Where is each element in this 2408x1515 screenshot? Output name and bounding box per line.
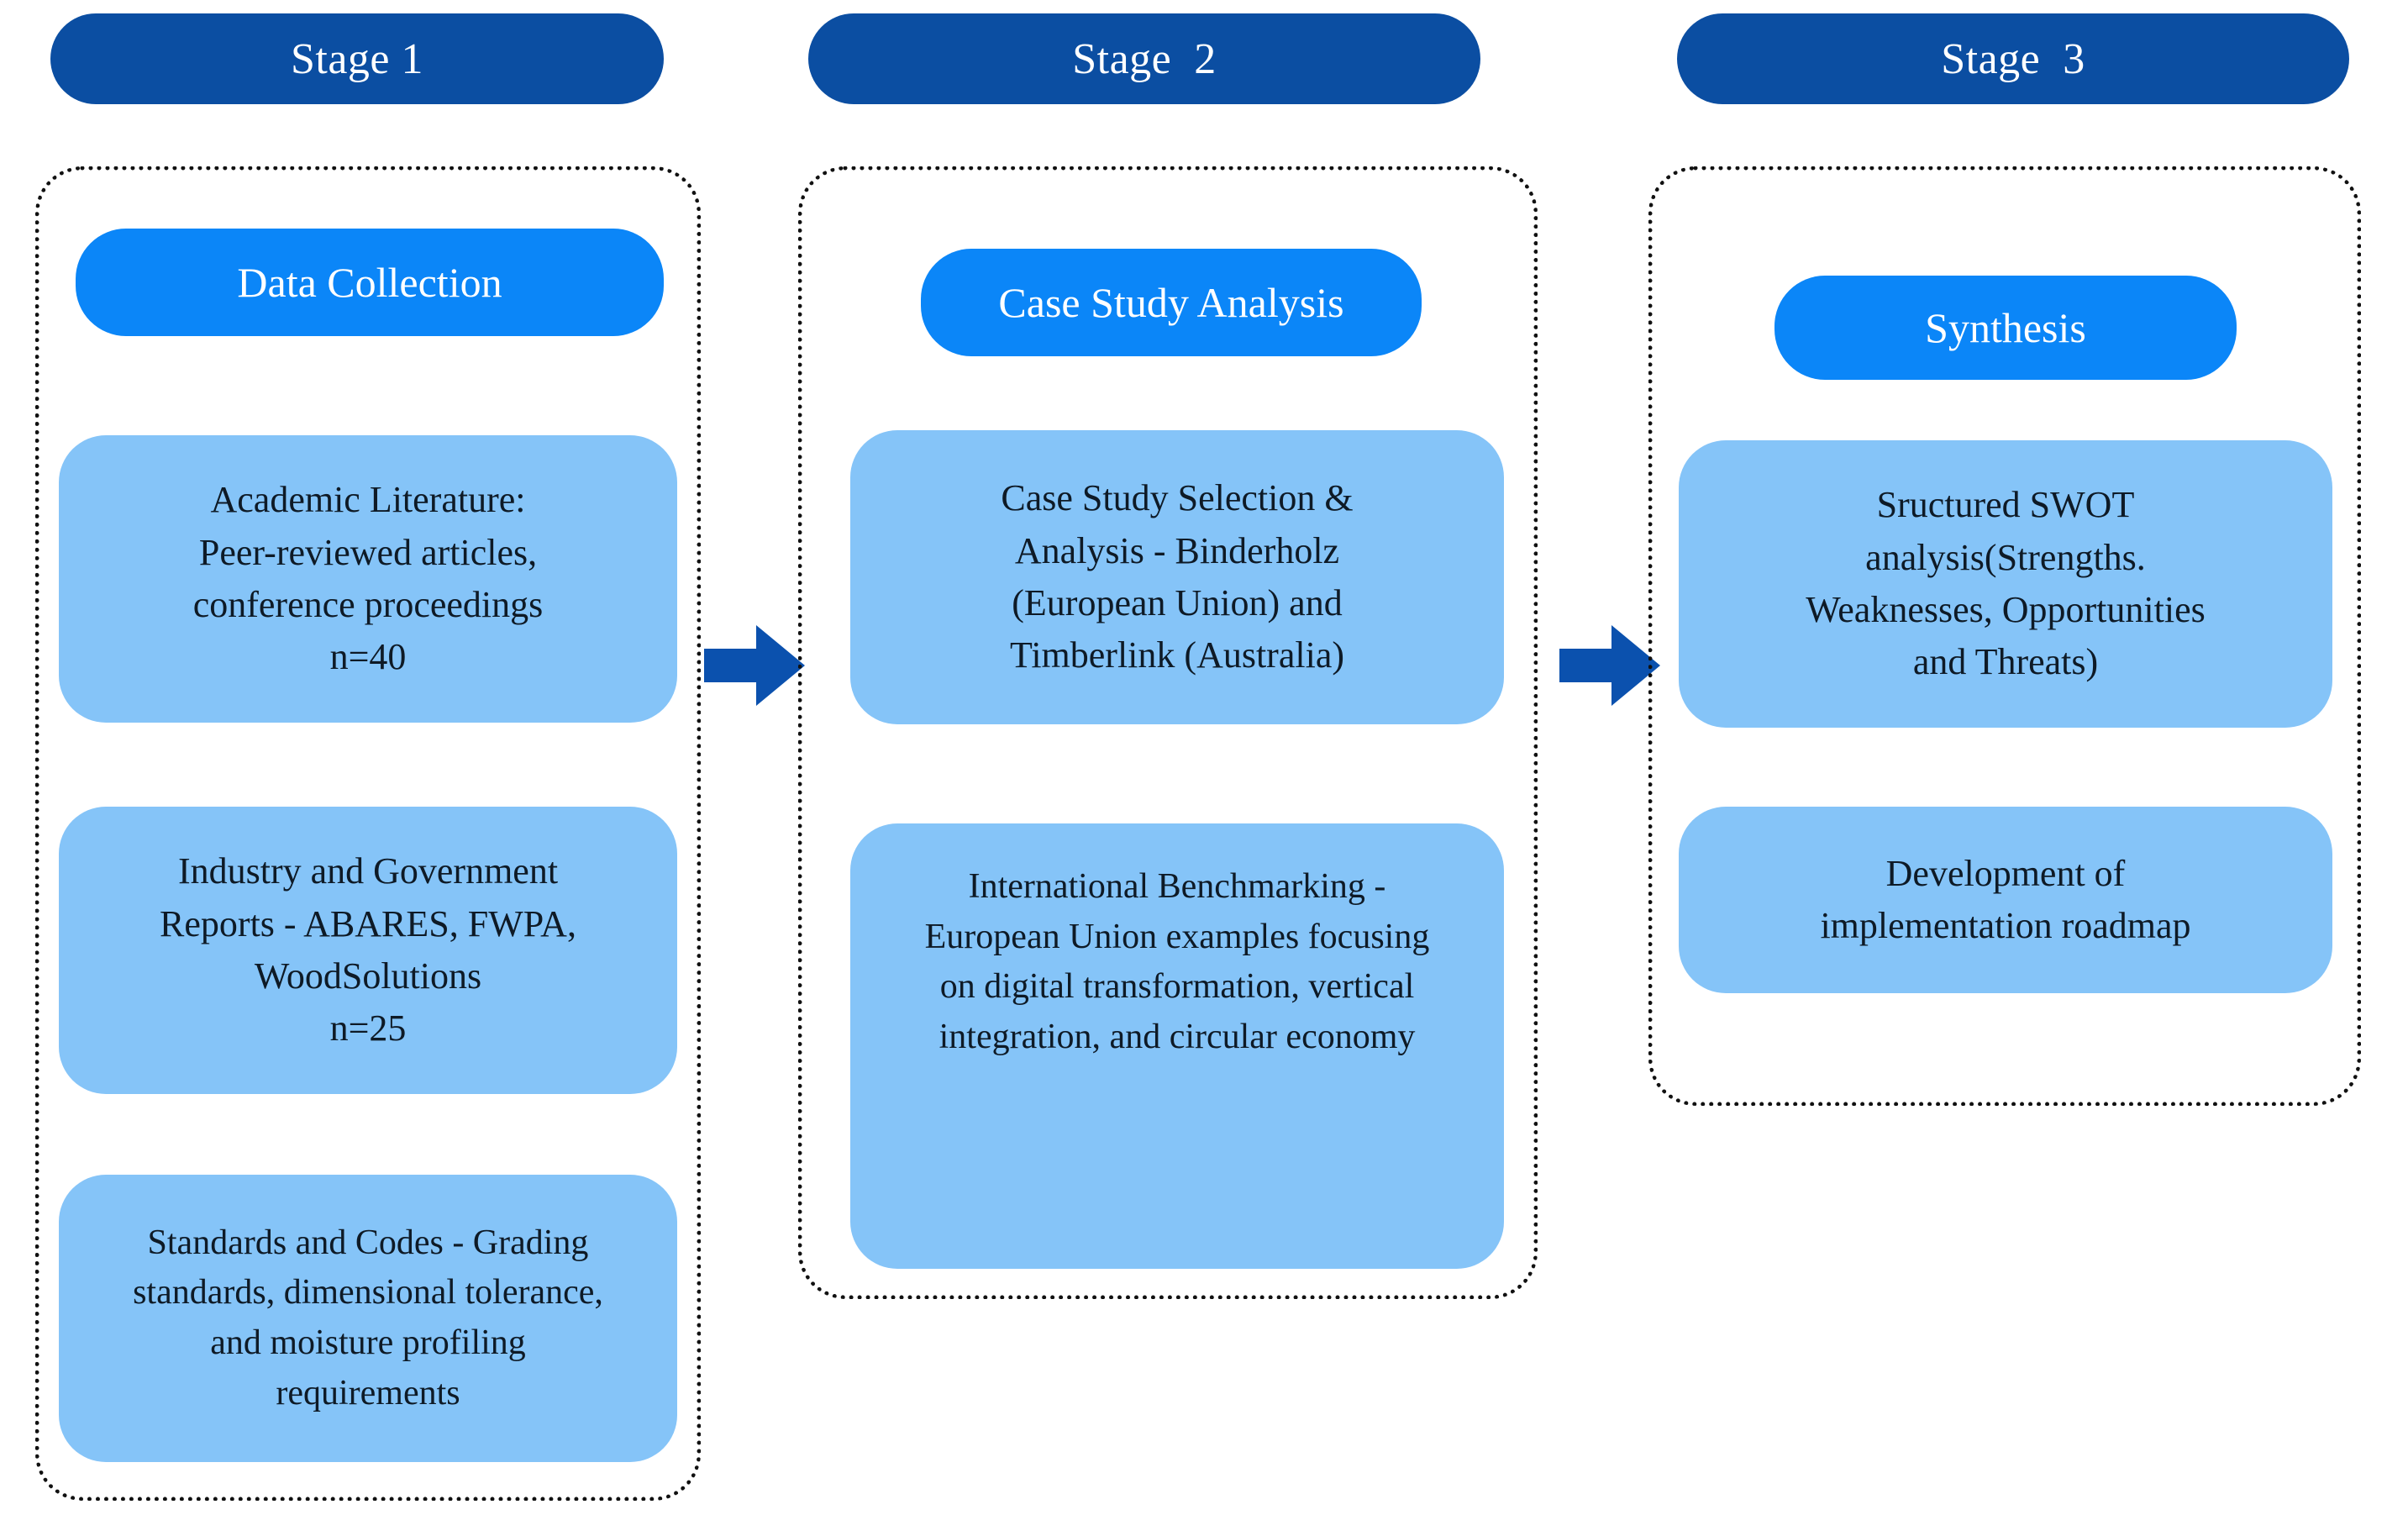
arrow-stage1-to-stage2 (704, 622, 805, 709)
stage-2-phase-pill: Case Study Analysis (921, 249, 1422, 356)
stage-2-container (798, 166, 1538, 1299)
stage-1-box-3-text: Standards and Codes - Grading standards,… (133, 1223, 603, 1412)
stage-3-header: Stage 3 (1677, 13, 2349, 104)
stage-1-box-1: Academic Literature: Peer-reviewed artic… (59, 435, 677, 723)
stage-1-container (35, 166, 701, 1501)
stage-3-box-1: Sructured SWOT analysis(Strengths. Weakn… (1679, 440, 2332, 728)
stage-1-box-1-text: Academic Literature: Peer-reviewed artic… (192, 479, 544, 678)
stage-3-container (1648, 166, 2361, 1106)
stage-3-phase-pill: Synthesis (1774, 276, 2237, 380)
stage-3-box-2-text: Development of implementation roadmap (1820, 852, 2191, 946)
stage-3-box-1-text: Sructured SWOT analysis(Strengths. Weakn… (1806, 484, 2206, 683)
stage-1-box-3: Standards and Codes - Grading standards,… (59, 1175, 677, 1462)
stage-2-header: Stage 2 (808, 13, 1480, 104)
stage-1-box-2-text: Industry and Government Reports - ABARES… (160, 850, 576, 1049)
stage-2-box-2-text: International Benchmarking - European Un… (924, 867, 1430, 1056)
stage-2-box-1-text: Case Study Selection & Analysis - Binder… (1001, 477, 1354, 676)
arrow-stage2-to-stage3 (1559, 622, 1660, 709)
stage-2-box-1: Case Study Selection & Analysis - Binder… (850, 430, 1504, 724)
stage-3-box-2: Development of implementation roadmap (1679, 807, 2332, 993)
stage-1-phase-pill: Data Collection (76, 229, 664, 336)
stage-1-box-2: Industry and Government Reports - ABARES… (59, 807, 677, 1094)
stage-1-header: Stage 1 (50, 13, 664, 104)
stage-2-box-2: International Benchmarking - European Un… (850, 823, 1504, 1269)
